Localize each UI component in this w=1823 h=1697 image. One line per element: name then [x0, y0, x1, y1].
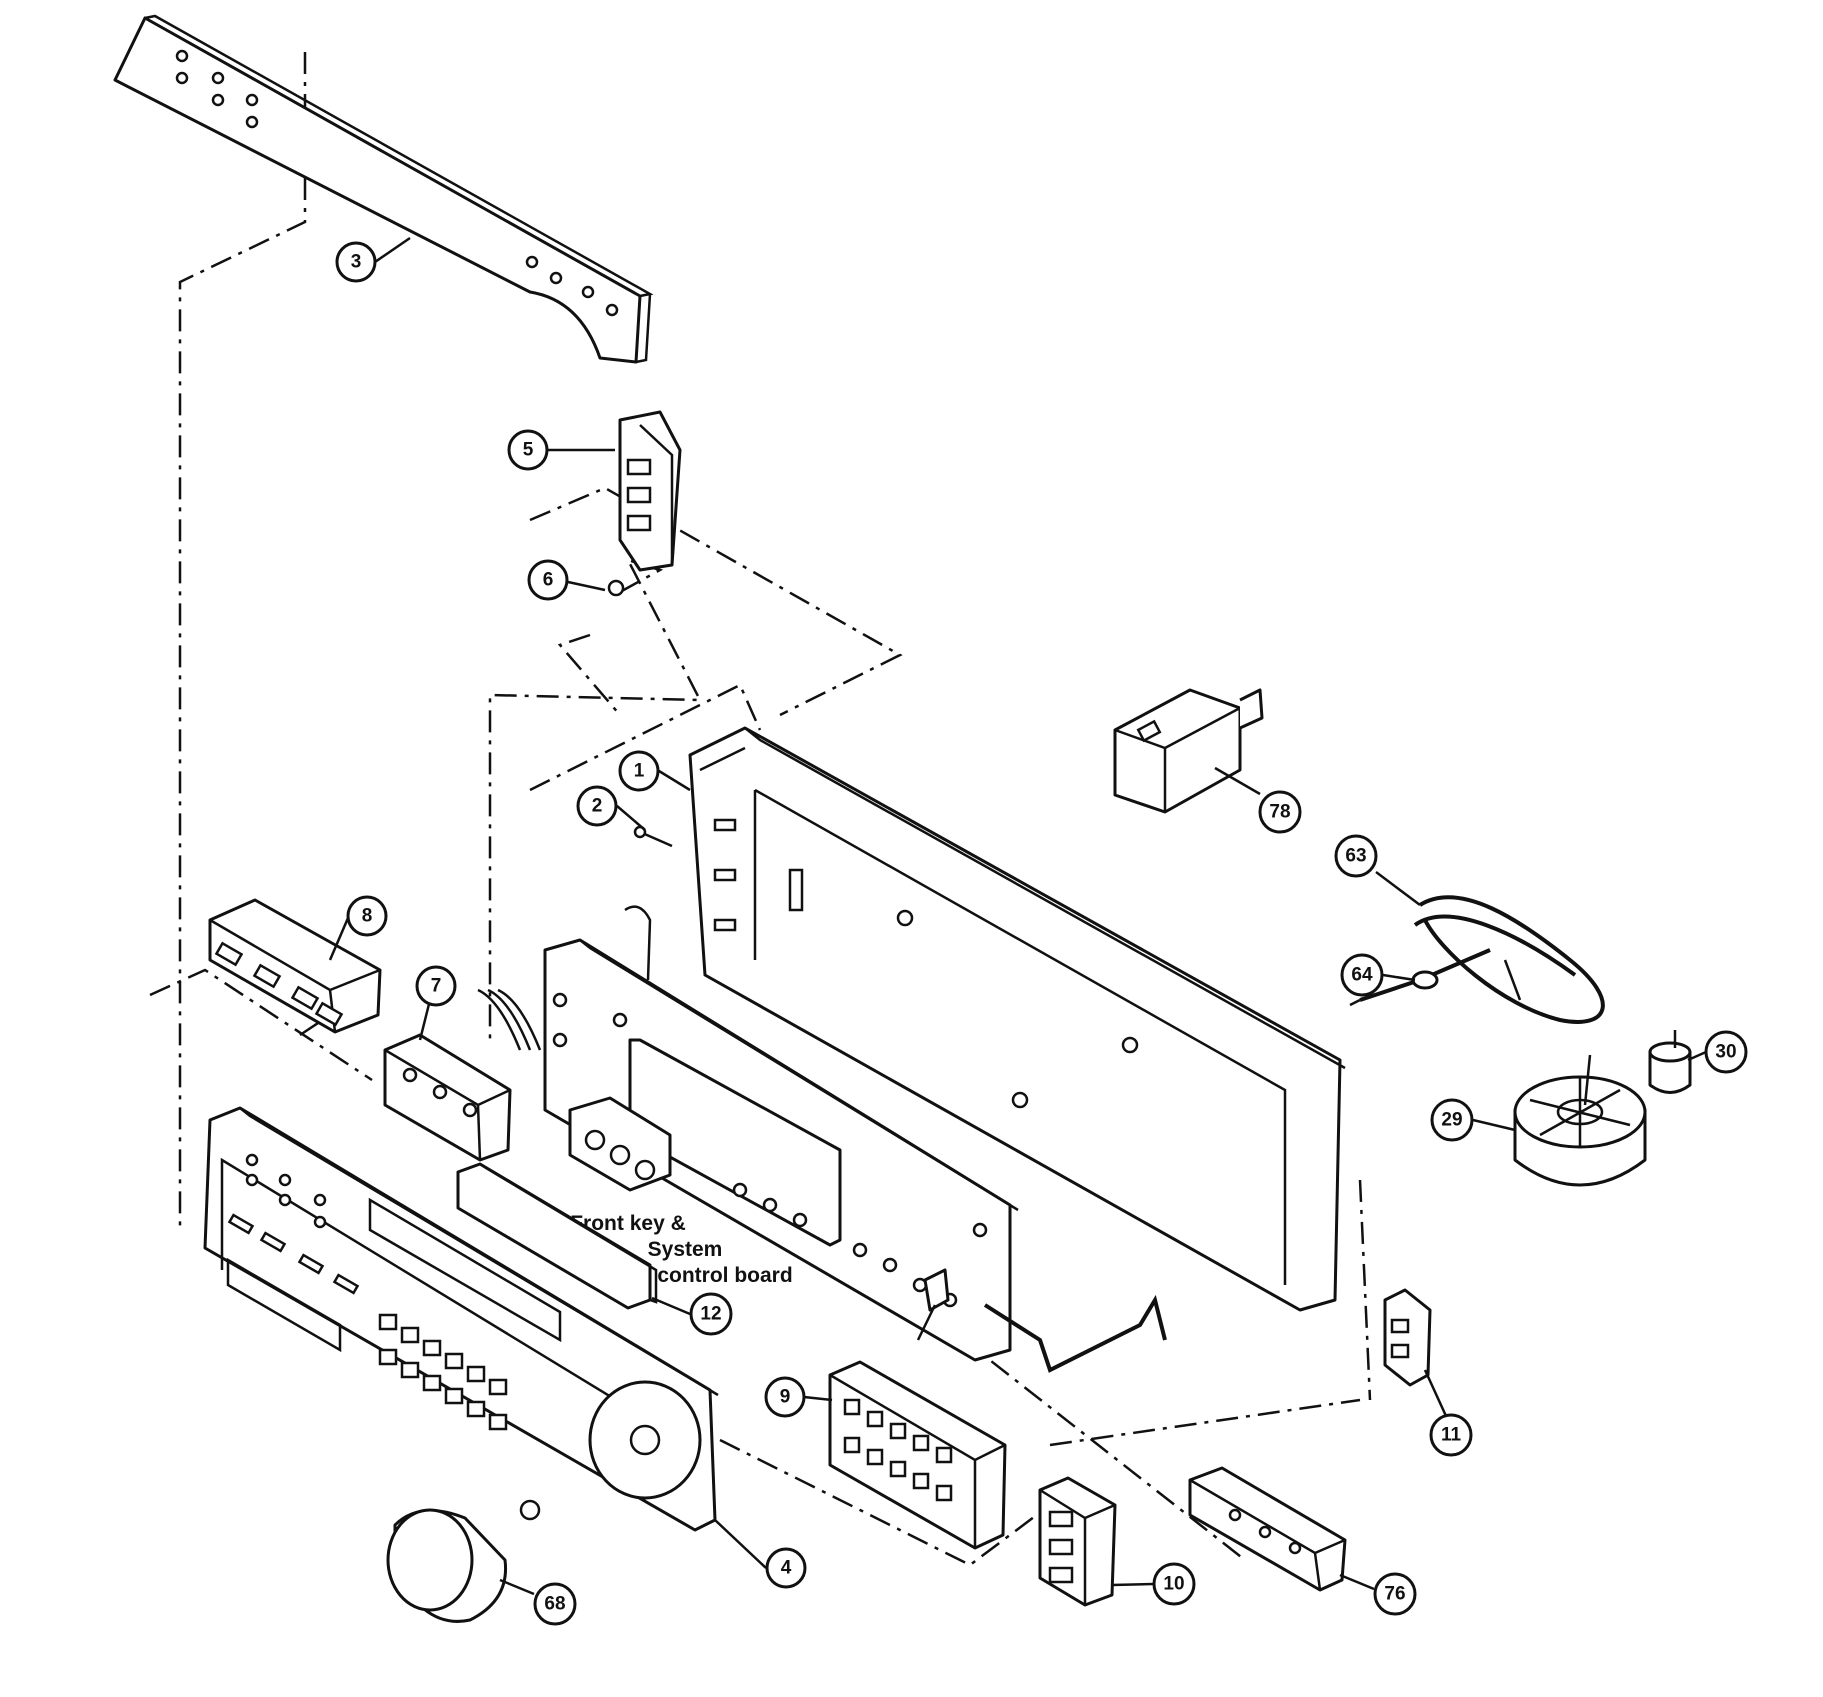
callout-64-label: 64: [1351, 965, 1373, 986]
part-2-screw: [633, 825, 673, 848]
part-12-display-filter: [456, 1162, 658, 1310]
part-8-button-strip: [208, 898, 382, 1034]
board-label-line-1: Front key &: [570, 1212, 686, 1235]
callout-8-label: 8: [362, 906, 373, 927]
callout-8: 8: [346, 895, 388, 937]
callout-3: 3: [335, 241, 377, 283]
callout-10: 10: [1152, 1562, 1196, 1606]
callout-76: 76: [1373, 1572, 1417, 1616]
callout-4-label: 4: [781, 1558, 792, 1579]
callout-3-label: 3: [351, 252, 362, 273]
part-29-wheel: [1513, 1054, 1647, 1187]
callout-leader-lines: [328, 236, 1707, 1596]
callout-9-label: 9: [780, 1387, 791, 1408]
part-68-knob: [386, 1499, 541, 1623]
callout-11-label: 11: [1441, 1425, 1462, 1446]
callout-30-label: 30: [1715, 1042, 1736, 1063]
part-78-power-block: [1113, 688, 1264, 814]
callout-1-label: 1: [634, 761, 645, 782]
part-9-button-board: [828, 1360, 1007, 1550]
callout-64: 64: [1340, 953, 1384, 997]
callouts: 1 2 3 4 5 6 7 8 9 10 11 12 29 30 63 64 6…: [335, 241, 1748, 1626]
callout-1: 1: [618, 750, 660, 792]
callout-63-label: 63: [1345, 846, 1366, 867]
callout-63: 63: [1334, 834, 1378, 878]
part-64-plug: [1349, 948, 1491, 1007]
part-1-chassis-frame: [688, 726, 1346, 1312]
part-3-top-bracket: [113, 14, 654, 364]
front-key-system-control-board: Front key & System control board: [477, 905, 1167, 1373]
callout-2: 2: [576, 785, 618, 827]
callout-29: 29: [1430, 1098, 1474, 1142]
board-label-line-3: control board: [657, 1264, 792, 1287]
callout-9: 9: [764, 1376, 806, 1418]
part-6-screw: [607, 579, 625, 597]
callout-78: 78: [1258, 790, 1302, 834]
callout-10-label: 10: [1163, 1574, 1184, 1595]
board-label-line-2: System: [648, 1238, 723, 1261]
part-7-switch-holder: [383, 1033, 512, 1162]
callout-68: 68: [533, 1582, 577, 1626]
part-4-front-panel: [203, 1106, 719, 1532]
callout-12-label: 12: [700, 1304, 721, 1325]
callout-6: 6: [527, 559, 569, 601]
callout-12: 12: [689, 1292, 733, 1336]
callout-30: 30: [1704, 1030, 1748, 1074]
callout-4: 4: [765, 1547, 807, 1589]
callout-7-label: 7: [431, 976, 442, 997]
part-11-side-switch: [1383, 1288, 1432, 1387]
callout-5: 5: [507, 429, 549, 471]
part-10-switch-block: [1038, 1476, 1117, 1607]
callout-5-label: 5: [523, 440, 534, 461]
callout-7: 7: [415, 965, 457, 1007]
callout-2-label: 2: [592, 796, 603, 817]
callout-29-label: 29: [1441, 1110, 1462, 1131]
callout-68-label: 68: [544, 1594, 565, 1615]
part-30-cap: [1648, 1030, 1692, 1094]
part-76-key-strip: [1188, 1466, 1347, 1592]
callout-6-label: 6: [543, 570, 554, 591]
part-63-cord-coil: [1413, 895, 1605, 1024]
callout-11: 11: [1429, 1413, 1473, 1457]
callout-78-label: 78: [1269, 802, 1290, 823]
part-5-switch-block: [618, 410, 682, 572]
callout-76-label: 76: [1384, 1584, 1405, 1605]
